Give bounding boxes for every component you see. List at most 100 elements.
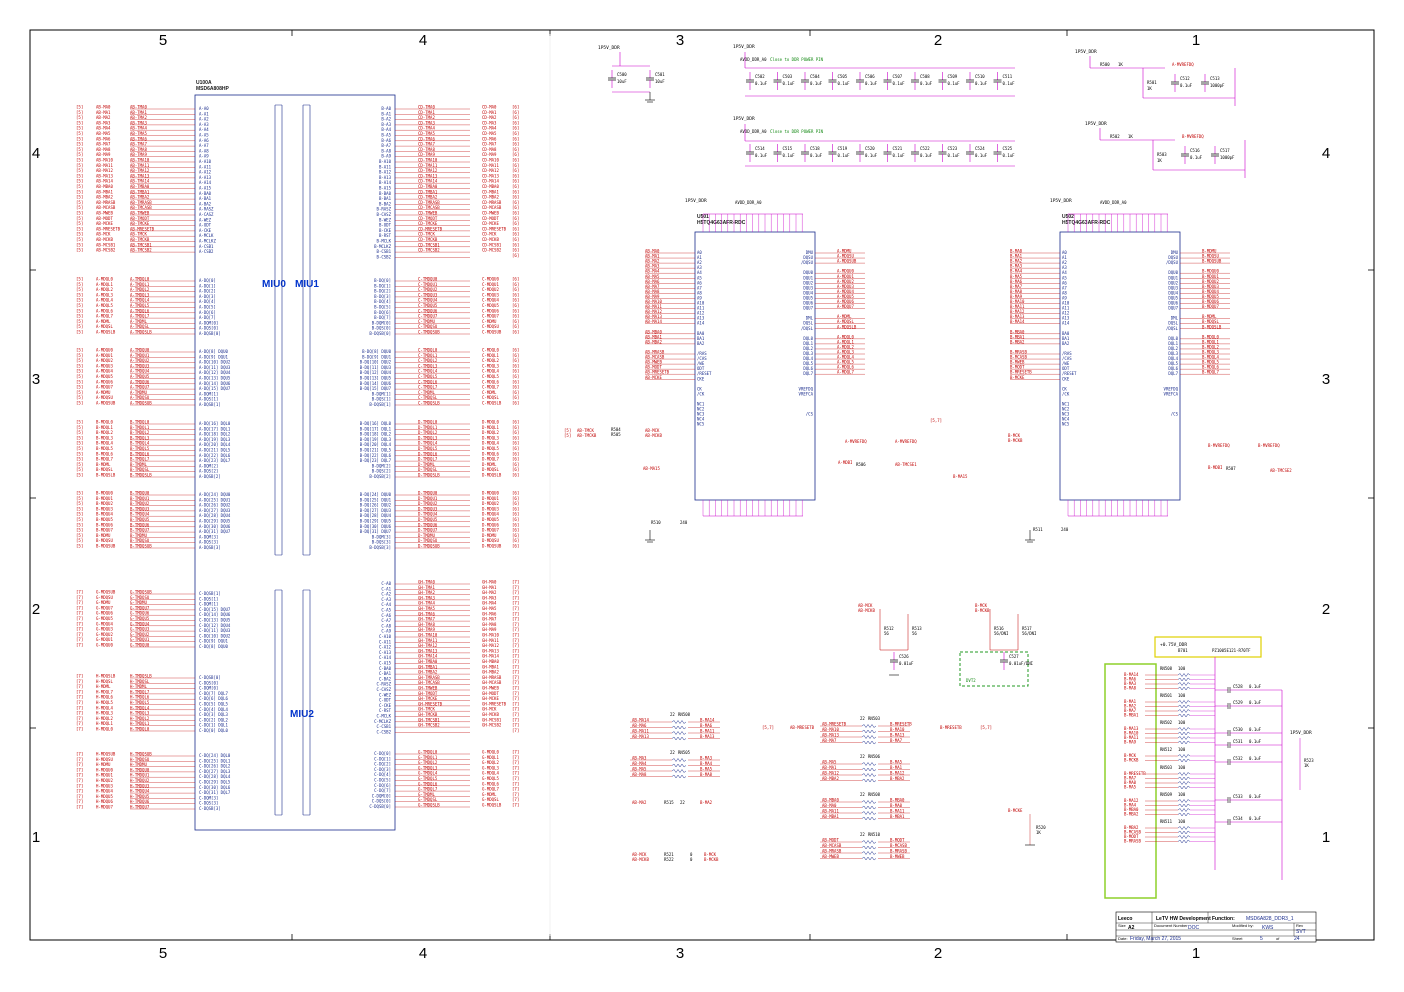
- miu-right-ref: [6]: [512, 292, 519, 297]
- miu-right-ref: [6]: [512, 179, 519, 184]
- miu-right-pin: C-CSB2: [377, 729, 392, 734]
- miu-left-ref: [7]: [76, 595, 83, 600]
- miu-right-far-net: D-MDQSL: [482, 467, 499, 472]
- cap-r1-1-ref: C503: [783, 74, 793, 79]
- miu-right-pin: C-ODT: [379, 698, 392, 703]
- miu-right-net: C-TMDQU2: [418, 287, 438, 292]
- miu-right-net: C-TMDQSLB: [418, 401, 440, 406]
- miu-right-net: C-TMDQSU: [418, 324, 438, 329]
- miu-left-far-net: AB-MA14: [96, 179, 113, 184]
- b-mck-b: B-MCK: [704, 852, 717, 857]
- miu-left-pin: A-DQ[26] DQU2: [199, 503, 231, 508]
- cap-r2-4-ref: C520: [865, 146, 875, 151]
- miu-right-ref: [6]: [512, 363, 519, 368]
- miu-left-far-net: A-MDMU: [96, 390, 111, 395]
- rn-mid-1-ref: RN506: [868, 754, 881, 759]
- miu-left-far-net: H-MDQU0: [96, 767, 113, 772]
- rn-mid-0-net-r: B-MA13: [890, 732, 905, 737]
- u501-ctrl-net: AB-MRESETB: [645, 370, 670, 375]
- miu-right-far-net: CD-MBA1: [482, 189, 499, 194]
- u501-dml-pin: DQSL: [803, 321, 813, 326]
- miu-left-net: H-TMDQU6: [130, 799, 150, 804]
- r513-val: 56: [912, 631, 917, 636]
- miu-left-pin: A-DQ[3]: [199, 294, 216, 299]
- u501-dqu-net: A-MDQU0: [837, 269, 854, 274]
- miu-left-pin: C-DQ[25] DQL1: [199, 758, 231, 763]
- miu-right-far-net: CD-MCKB: [482, 237, 499, 242]
- mresetb-left: AB-MRESETB: [790, 725, 815, 730]
- u502-dql-net: B-MDQL7: [1202, 370, 1219, 375]
- miu-left-pin: A-DQS[3]: [199, 540, 218, 545]
- u501-dqu-net: A-MDQU5: [837, 294, 854, 299]
- cap-r1-6-val: 0.1uF: [920, 81, 933, 86]
- miu-left-far-net: H-MDQL4: [96, 705, 113, 710]
- c526-ref: C526: [899, 654, 909, 659]
- u502-dmu-net: B-MDQSUB: [1202, 259, 1222, 264]
- r522-ref: R522: [664, 857, 674, 862]
- miu-right-far-net: GH-MCASB: [482, 680, 502, 685]
- ab-mck-b: AB-MCK: [632, 852, 647, 857]
- miu-right-ref: [6]: [512, 451, 519, 456]
- miu-right-far-net: C-MDQSLB: [482, 401, 502, 406]
- miu-left-far-net: H-MDQL5: [96, 700, 113, 705]
- rn-left-2-net-r: B-MA5: [700, 766, 713, 771]
- miu-right-pin: B-DQ[15] DQU7: [360, 386, 392, 391]
- miu-right-far-net: D-MDQL4: [482, 441, 499, 446]
- u501-ctrl-pin: /CAS: [697, 356, 707, 361]
- rn-mid-0-ref: RN503: [868, 716, 881, 721]
- r510-val: 240: [680, 520, 688, 525]
- u502-addr-pin: A12: [1062, 311, 1070, 316]
- miu-left-pin: C-DQ[15] DQU7: [199, 607, 231, 612]
- r517-ref: R517: [1022, 626, 1032, 631]
- miu-right-pin: C-A4: [381, 602, 391, 607]
- miu-left-ref: [7]: [76, 721, 83, 726]
- miu-left-ref: [5]: [76, 248, 83, 253]
- miu-left-far-net: AB-MA4: [96, 126, 111, 131]
- u501-dql-net: A-MDQL6: [837, 365, 854, 370]
- rn-mid-1-net-l: AB-MA5: [822, 759, 837, 764]
- rn-mid-0-net-l: AB-MA10: [822, 727, 839, 732]
- u501-dql-pin: DQL6: [803, 366, 813, 371]
- ref-57-right: [5,7]: [980, 725, 992, 730]
- miu-left-ref: [5]: [76, 324, 83, 329]
- miu-left-ref: [5]: [76, 287, 83, 292]
- term-rn-val-3: 100: [1178, 747, 1186, 752]
- miu-left-far-net: H-MDQL1: [96, 721, 113, 726]
- miu-left-net: AB-TMBA1: [130, 189, 150, 194]
- miu-left-pin: A-DQS[2]: [199, 469, 218, 474]
- miu-right-far-net: C-MDQL3: [482, 363, 499, 368]
- u501-dml-net: A-MDQSL: [837, 319, 854, 324]
- miu-right-far-net: CD-MA14: [482, 179, 499, 184]
- miu-right-far-net: CD-MCK: [482, 232, 497, 237]
- miu-left-net: G-TMDQU3: [130, 627, 150, 632]
- r518-ref: R523: [1304, 758, 1314, 763]
- vtt-rail: +0.75V_DDR: [1160, 642, 1187, 648]
- u501-dqu-pin: DQU0: [803, 270, 813, 275]
- u502-dql-net: B-MDQL6: [1202, 365, 1219, 370]
- miu-right-pin: B-DQ[19] DQL3: [360, 437, 392, 442]
- rn-mid-3-net-l: AB-MCASB: [822, 843, 842, 848]
- miu-left-ref: [5]: [76, 467, 83, 472]
- miu-left-pin: A-DQ[15] DQU7: [199, 386, 231, 391]
- miu-left-net: AB-TMCK: [130, 232, 147, 237]
- miu-left-ref: [5]: [76, 163, 83, 168]
- miu-left-net: G-TMDQSUB: [130, 590, 152, 595]
- u502-dml-pin: /DQSL: [1166, 326, 1179, 331]
- miu-left-ref: [5]: [76, 401, 83, 406]
- miu-right-pin: C-BA0: [379, 666, 392, 671]
- miu-left-pin: C-DQ[14] DQU6: [199, 612, 231, 617]
- miu-right-ref: [6]: [512, 501, 519, 506]
- miu-right-pin: B-A6: [381, 138, 391, 143]
- miu-right-net: CD-TMBA2: [418, 195, 438, 200]
- miu-left-pin: C-DQ[4] DQL4: [199, 707, 228, 712]
- miu-right-far-net: G-MDQSL: [482, 797, 499, 802]
- miu-right-far-net: CD-MA3: [482, 120, 497, 125]
- cap-r1-9-val: 0.1uF: [1003, 81, 1016, 86]
- ref-57-mid: [5,7]: [762, 725, 774, 730]
- u501-ba-net: AB-MBA1: [645, 334, 662, 339]
- u501-dql-net: A-MDQL4: [837, 355, 854, 360]
- miu-left-ref: [5]: [76, 462, 83, 467]
- term-net: B-MA8: [1124, 686, 1137, 691]
- of-label: of: [1276, 936, 1280, 941]
- miu-right-ref: [6]: [512, 195, 519, 200]
